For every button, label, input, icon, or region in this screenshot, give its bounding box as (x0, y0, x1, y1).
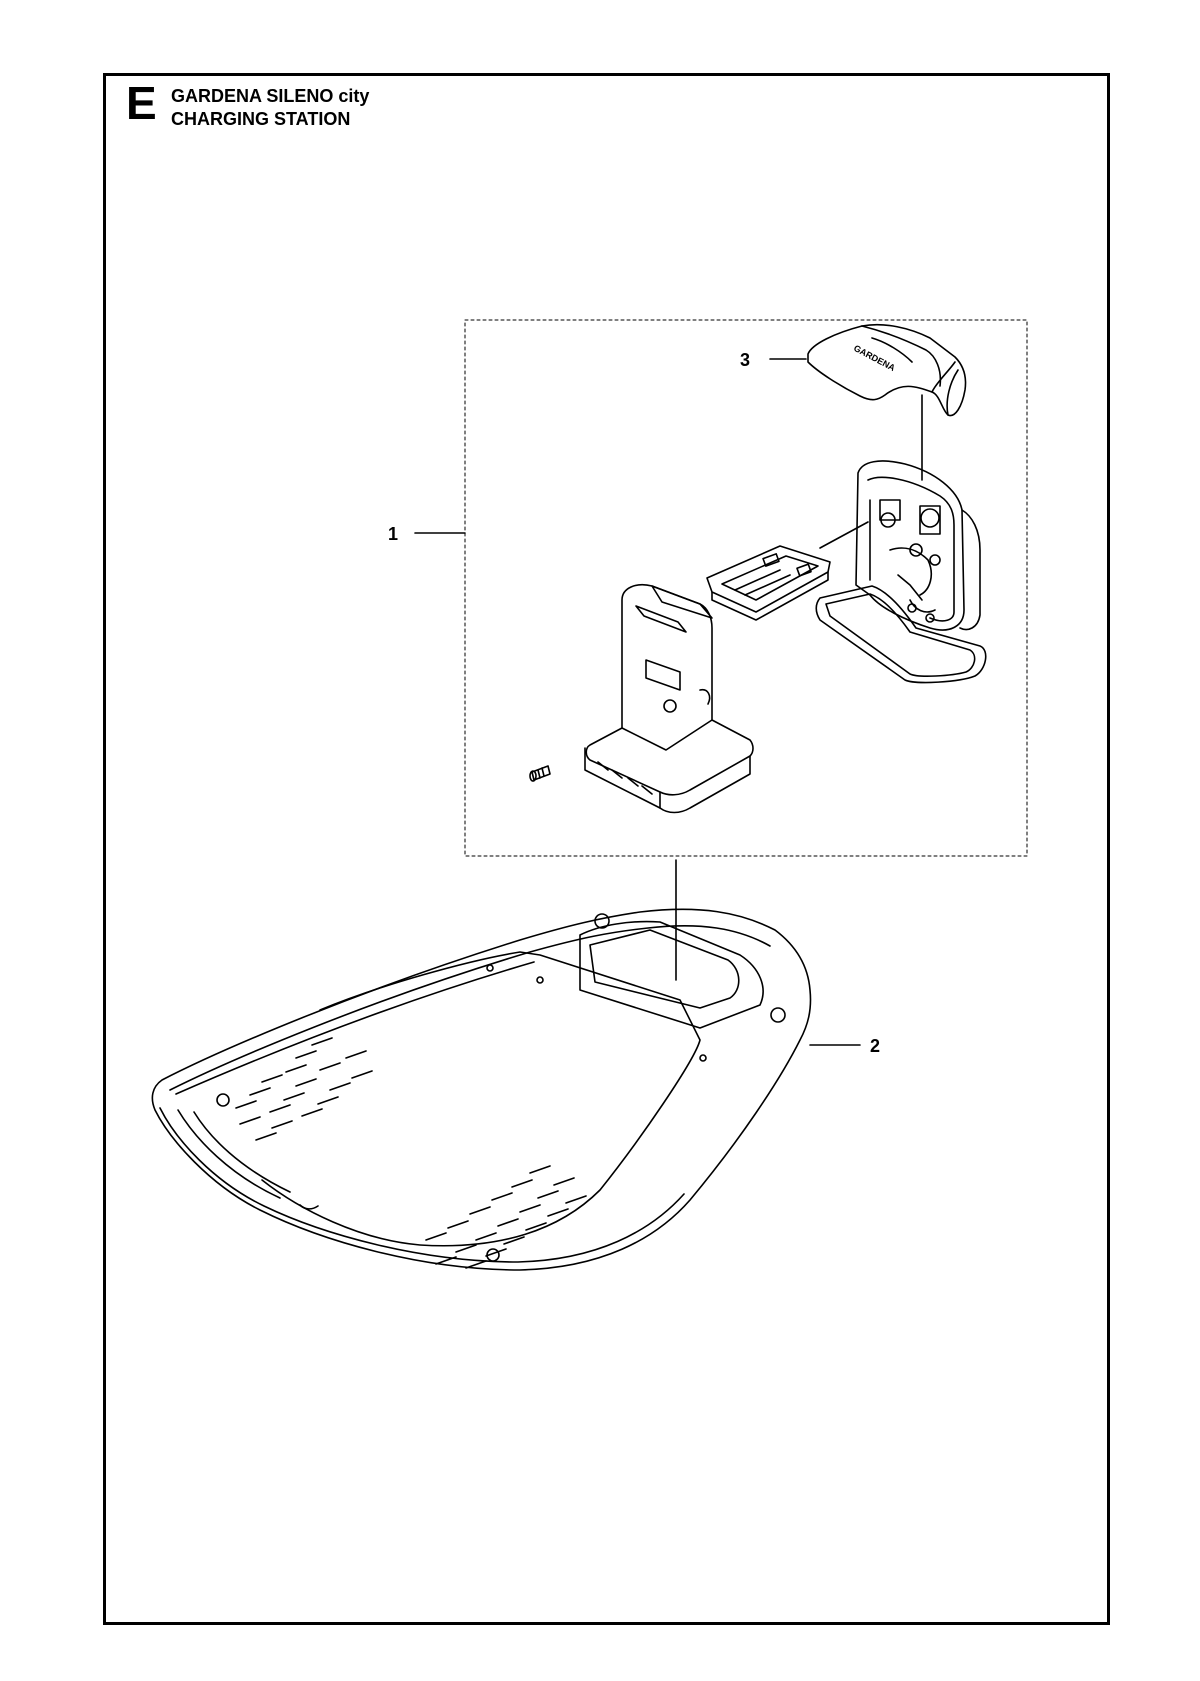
rear-housing-part (855, 460, 981, 631)
assembly-group-box (464, 319, 1028, 857)
top-cover-part: GARDENA (807, 323, 967, 417)
section-letter: E (126, 77, 157, 129)
callout-3-label: 3 (740, 350, 750, 370)
vent-slots-right (425, 1165, 587, 1269)
contact-connection-line (819, 521, 869, 549)
vent-slots-left (235, 1037, 373, 1141)
page-border (103, 73, 1110, 1625)
charging-contact-module (706, 545, 831, 621)
callout-2-label: 2 (870, 1036, 880, 1056)
charging-tower-part (584, 584, 754, 814)
callout-1-label: 1 (388, 524, 398, 544)
screw-part (529, 765, 551, 782)
cover-logo-text: GARDENA (852, 343, 897, 373)
base-plate-part (151, 908, 812, 1271)
diagram-title-model: GARDENA SILENO city (171, 86, 370, 106)
contact-bracket-part (815, 585, 987, 684)
diagram-title-section: CHARGING STATION (171, 109, 351, 129)
